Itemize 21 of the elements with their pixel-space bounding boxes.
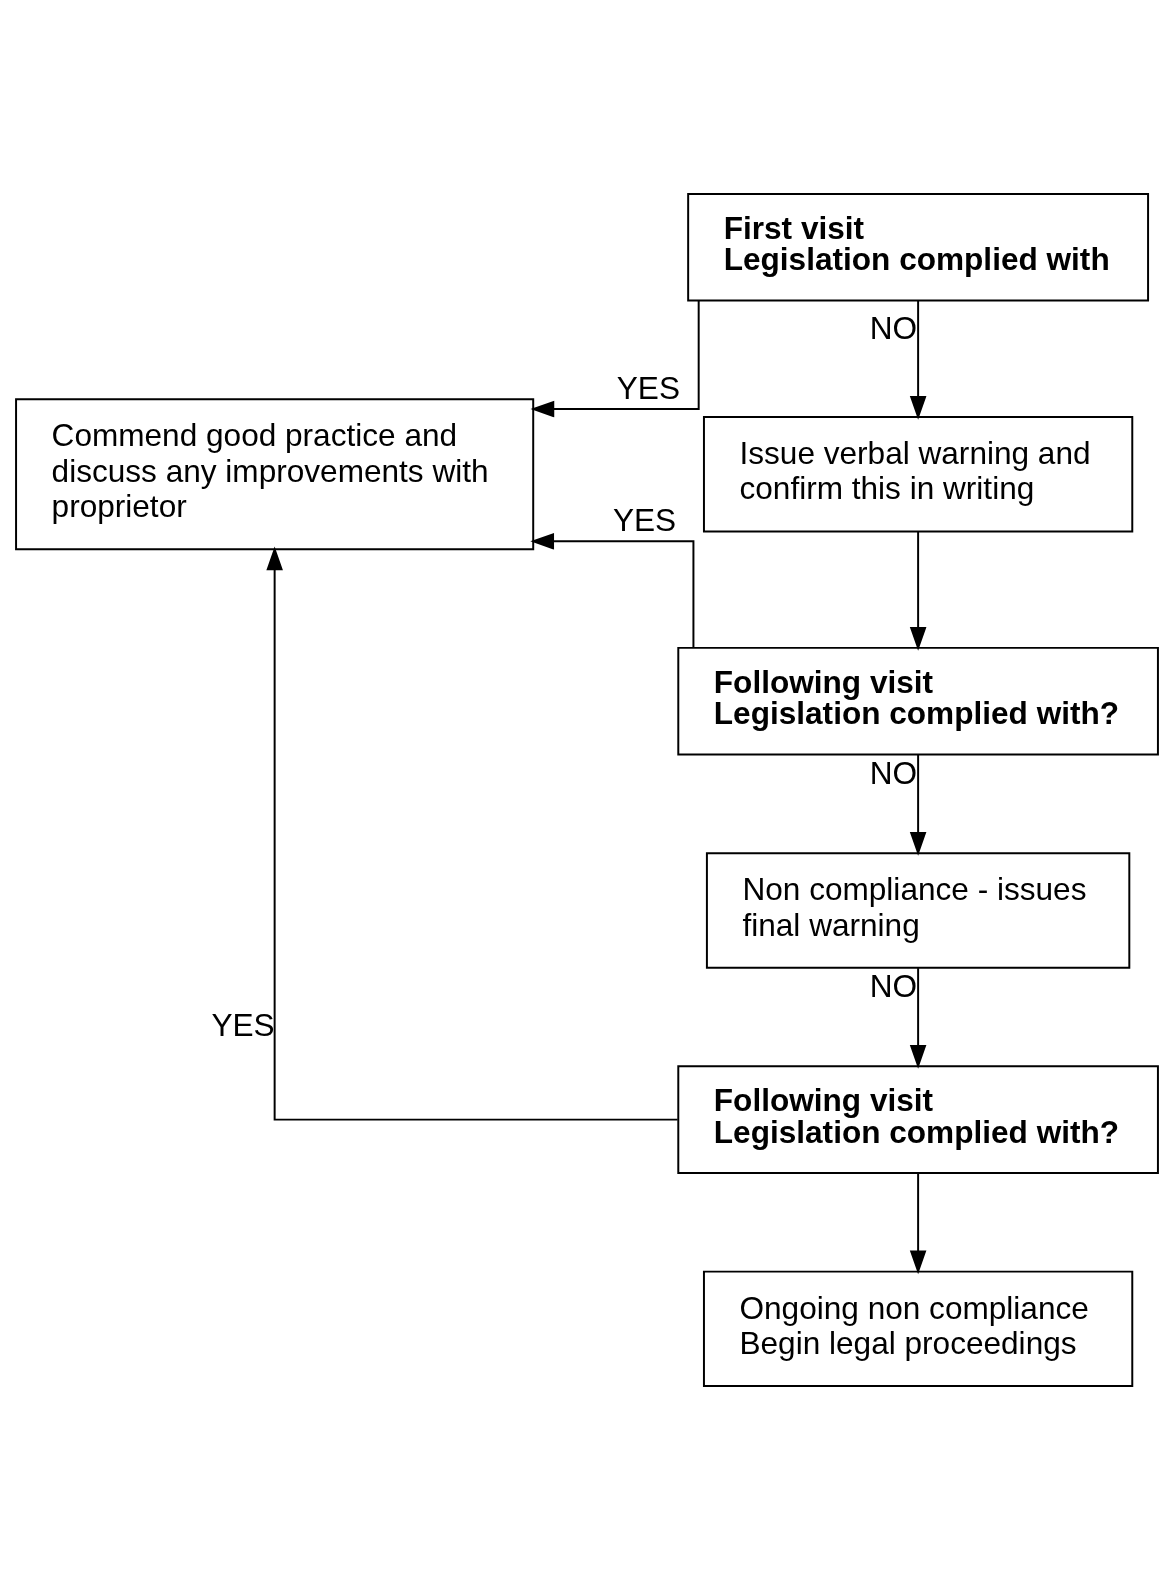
node-box: Following visit Legislation complied with? <box>677 1064 1159 1174</box>
node-box: Issue verbal warning and confirm this in writing <box>702 415 1134 532</box>
arrow <box>266 546 679 1121</box>
edge-label: YES <box>612 501 677 538</box>
edge-label: YES <box>211 1006 275 1043</box>
node-box: Ongoing non compliance Begin legal proceedings <box>702 1270 1134 1387</box>
arrow <box>909 753 927 856</box>
arrow <box>530 299 700 417</box>
arrow <box>909 1171 927 1274</box>
edge-label: YES <box>616 369 680 406</box>
node-box: Non compliance - issues final warning <box>705 851 1131 969</box>
edge-label: NO <box>869 309 918 346</box>
arrow <box>530 532 695 648</box>
edge-label: NO <box>869 754 918 791</box>
edge-label: NO <box>869 967 918 1004</box>
node-box: Commend good practice and discuss any improvements with proprietor <box>15 397 535 550</box>
arrow <box>909 299 927 420</box>
arrow <box>909 529 927 651</box>
node-box: First visit Legislation complied with <box>687 192 1150 301</box>
node-box: Following visit Legislation complied with? <box>677 646 1159 755</box>
arrow <box>909 966 927 1069</box>
